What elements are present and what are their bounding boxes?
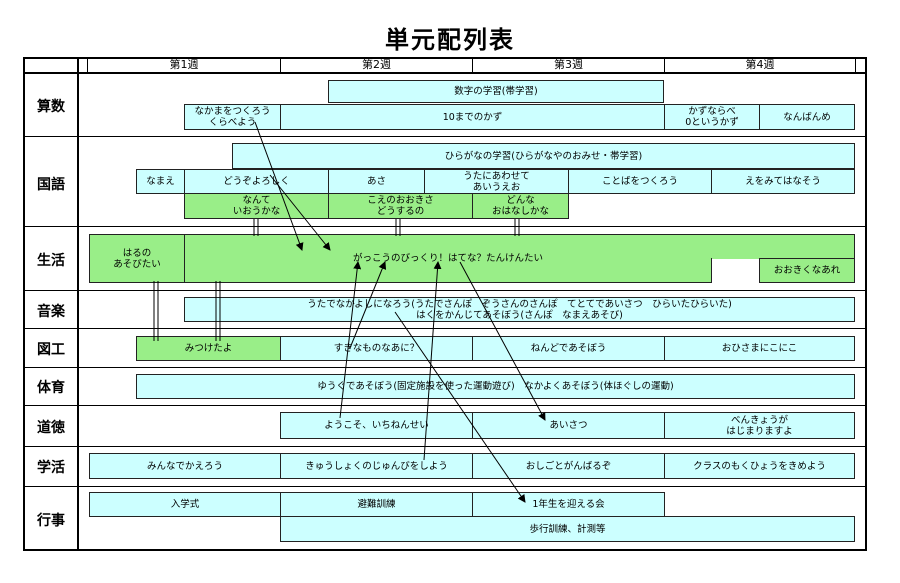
- unit-box-bottom: [184, 258, 712, 283]
- subject-life: 生活: [37, 253, 65, 269]
- unit-box: 入学式: [89, 492, 281, 517]
- unit-box: クラスのもくひょうをきめよう: [664, 453, 855, 479]
- unit-box: みんなでかえろう: [89, 453, 281, 479]
- unit-box: えをみてはなそう: [711, 169, 855, 194]
- unit-box: はるの あそびたい: [89, 234, 185, 283]
- page-title: 単元配列表: [385, 26, 515, 54]
- subject-japanese: 国語: [37, 177, 65, 193]
- week-divider: [855, 57, 856, 73]
- week-divider: [87, 57, 88, 73]
- row-divider: [23, 405, 867, 406]
- subject-pe: 体育: [37, 380, 65, 396]
- unit-box: なまえ: [136, 169, 185, 194]
- week-divider: [280, 57, 281, 73]
- unit-box: かずならべ 0というかず: [664, 104, 760, 130]
- week-divider: [664, 57, 665, 73]
- schedule-table: [23, 57, 867, 551]
- unit-box: うたにあわせて あいうえお: [424, 169, 569, 194]
- subject-moral: 道徳: [37, 420, 65, 436]
- week-4-header: 第4週: [745, 58, 775, 71]
- subject-art: 図工: [37, 342, 65, 358]
- unit-box: おおきくなあれ: [759, 258, 855, 283]
- week-divider: [472, 57, 473, 73]
- unit-box: 避難訓練: [280, 492, 473, 517]
- unit-box: あいさつ: [472, 412, 665, 439]
- unit-box: なんて いおうかな: [184, 193, 329, 219]
- unit-box: ことばをつくろう: [568, 169, 712, 194]
- unit-box: ようこそ、いちねんせい: [280, 412, 473, 439]
- unit-box: どんな おはなしかな: [472, 193, 569, 219]
- unit-box: ねんどであそぼう: [472, 336, 665, 361]
- row-divider: [23, 136, 867, 137]
- subject-music: 音楽: [37, 304, 65, 320]
- row-divider: [23, 72, 867, 74]
- unit-box: 数字の学習(帯学習): [328, 80, 664, 103]
- row-divider: [23, 290, 867, 291]
- unit-box: ひらがなの学習(ひらがなやのおみせ・帯学習): [232, 143, 855, 169]
- unit-box: 歩行訓練、計測等: [280, 516, 855, 542]
- subject-events: 行事: [37, 513, 65, 529]
- row-divider: [23, 486, 867, 487]
- row-divider: [23, 226, 867, 227]
- unit-box: すきなものなあに？: [280, 336, 473, 361]
- week-3-header: 第3週: [554, 58, 583, 71]
- unit-box: おしごとがんばるぞ: [472, 453, 665, 479]
- row-divider: [23, 446, 867, 447]
- unit-box: おひさまにこにこ: [664, 336, 855, 361]
- row-divider: [23, 328, 867, 329]
- unit-box: なんばんめ: [759, 104, 855, 130]
- week-2-header: 第2週: [362, 58, 391, 71]
- unit-box: きゅうしょくのじゅんびをしよう: [280, 453, 473, 479]
- unit-box: どうぞよろしく: [184, 169, 329, 194]
- subject-math: 算数: [37, 99, 65, 115]
- unit-box: ゆうぐであそぼう(固定施設を使った運動遊び) なかよくあそぼう(体ほぐしの運動): [136, 374, 855, 399]
- subject-column-divider: [77, 57, 79, 551]
- unit-box: 10までのかず: [280, 104, 665, 130]
- week-1-header: 第1週: [169, 58, 199, 71]
- unit-box: みつけたよ: [136, 336, 281, 361]
- unit-box: べんきょうが はじまりますよ: [664, 412, 855, 439]
- subject-class: 学活: [37, 460, 65, 476]
- unit-box: こえのおおきさ どうするの: [328, 193, 473, 219]
- row-divider: [23, 367, 867, 368]
- unit-box: うたでなかよしになろう(うたでさんぽ ぞうさんのさんぽ てとてであいさつ ひらい…: [184, 297, 855, 322]
- unit-label: がっこうのびっくり！はてな？たんけんたい: [352, 253, 543, 264]
